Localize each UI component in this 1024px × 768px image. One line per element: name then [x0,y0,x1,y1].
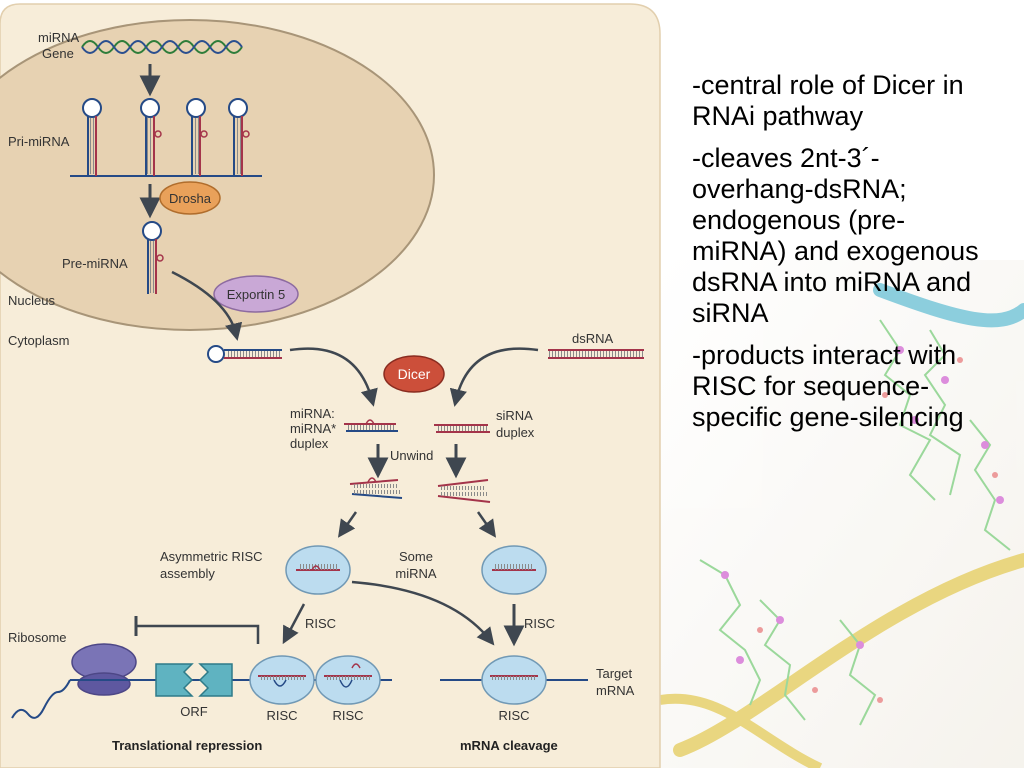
unwound-mirna-strands [349,477,403,499]
cytoplasm-label: Cytoplasm [8,333,69,348]
risc-label-a: RISC [266,708,297,723]
exportin-5-label: Exportin 5 [227,287,286,302]
dna-background-image [659,260,1024,768]
unwound-sirna-strands [437,479,491,503]
mirna-duplex [344,419,398,432]
drosha-label: Drosha [169,191,212,206]
dna-helix-icon [81,40,243,54]
exported-pre-mirna [207,345,282,363]
mirna-duplex-label: miRNA:miRNA*duplex [290,406,336,451]
dsrna-molecule [548,349,644,359]
risc-cleavage-complex [481,655,547,705]
pri-mirna-transcript [70,98,262,177]
pre-mirna-label: Pre-miRNA [62,256,128,271]
bullet-dicer-cleavage: -cleaves 2nt-3´-overhang-dsRNA; endogeno… [692,143,979,328]
mrna-tail [11,679,71,719]
exportin-5-protein [213,275,299,313]
risc-bound-mrna-b [315,655,381,705]
dicer-enzyme [383,355,445,393]
risc-label-c: RISC [498,708,529,723]
sirna-duplex [434,424,490,433]
nucleus-label: Nucleus [8,293,55,308]
risc-bound-mrna-a [249,655,315,705]
pre-mirna-hairpin [142,221,164,294]
dsrna-label: dsRNA [572,331,614,346]
mrna-cleavage-label: mRNA cleavage [460,738,558,753]
risc-label-b: RISC [332,708,363,723]
risc-complex-sirna [481,545,547,595]
risc-label-left: RISC [305,616,336,631]
unwind-label: Unwind [390,448,433,463]
drosha-enzyme [159,181,221,215]
pri-mirna-label: Pri-miRNA [8,134,70,149]
ribosome-label: Ribosome [8,630,67,645]
orf-label: ORF [180,704,208,719]
dicer-label: Dicer [398,366,431,382]
bullet-dicer-role: -central role of Dicer in RNAi pathway [692,70,964,131]
risc-label-right: RISC [524,616,555,631]
inhibition-line [134,616,260,644]
bullet-list: -central role of Dicer in RNAi pathway -… [692,70,992,444]
translational-repression-label: Translational repression [112,738,262,753]
ribosome-icon [71,643,137,696]
risc-complex-mirna [285,545,351,595]
orf-region [155,663,233,697]
bullet-risc-interaction: -products interact with RISC for sequenc… [692,340,964,432]
